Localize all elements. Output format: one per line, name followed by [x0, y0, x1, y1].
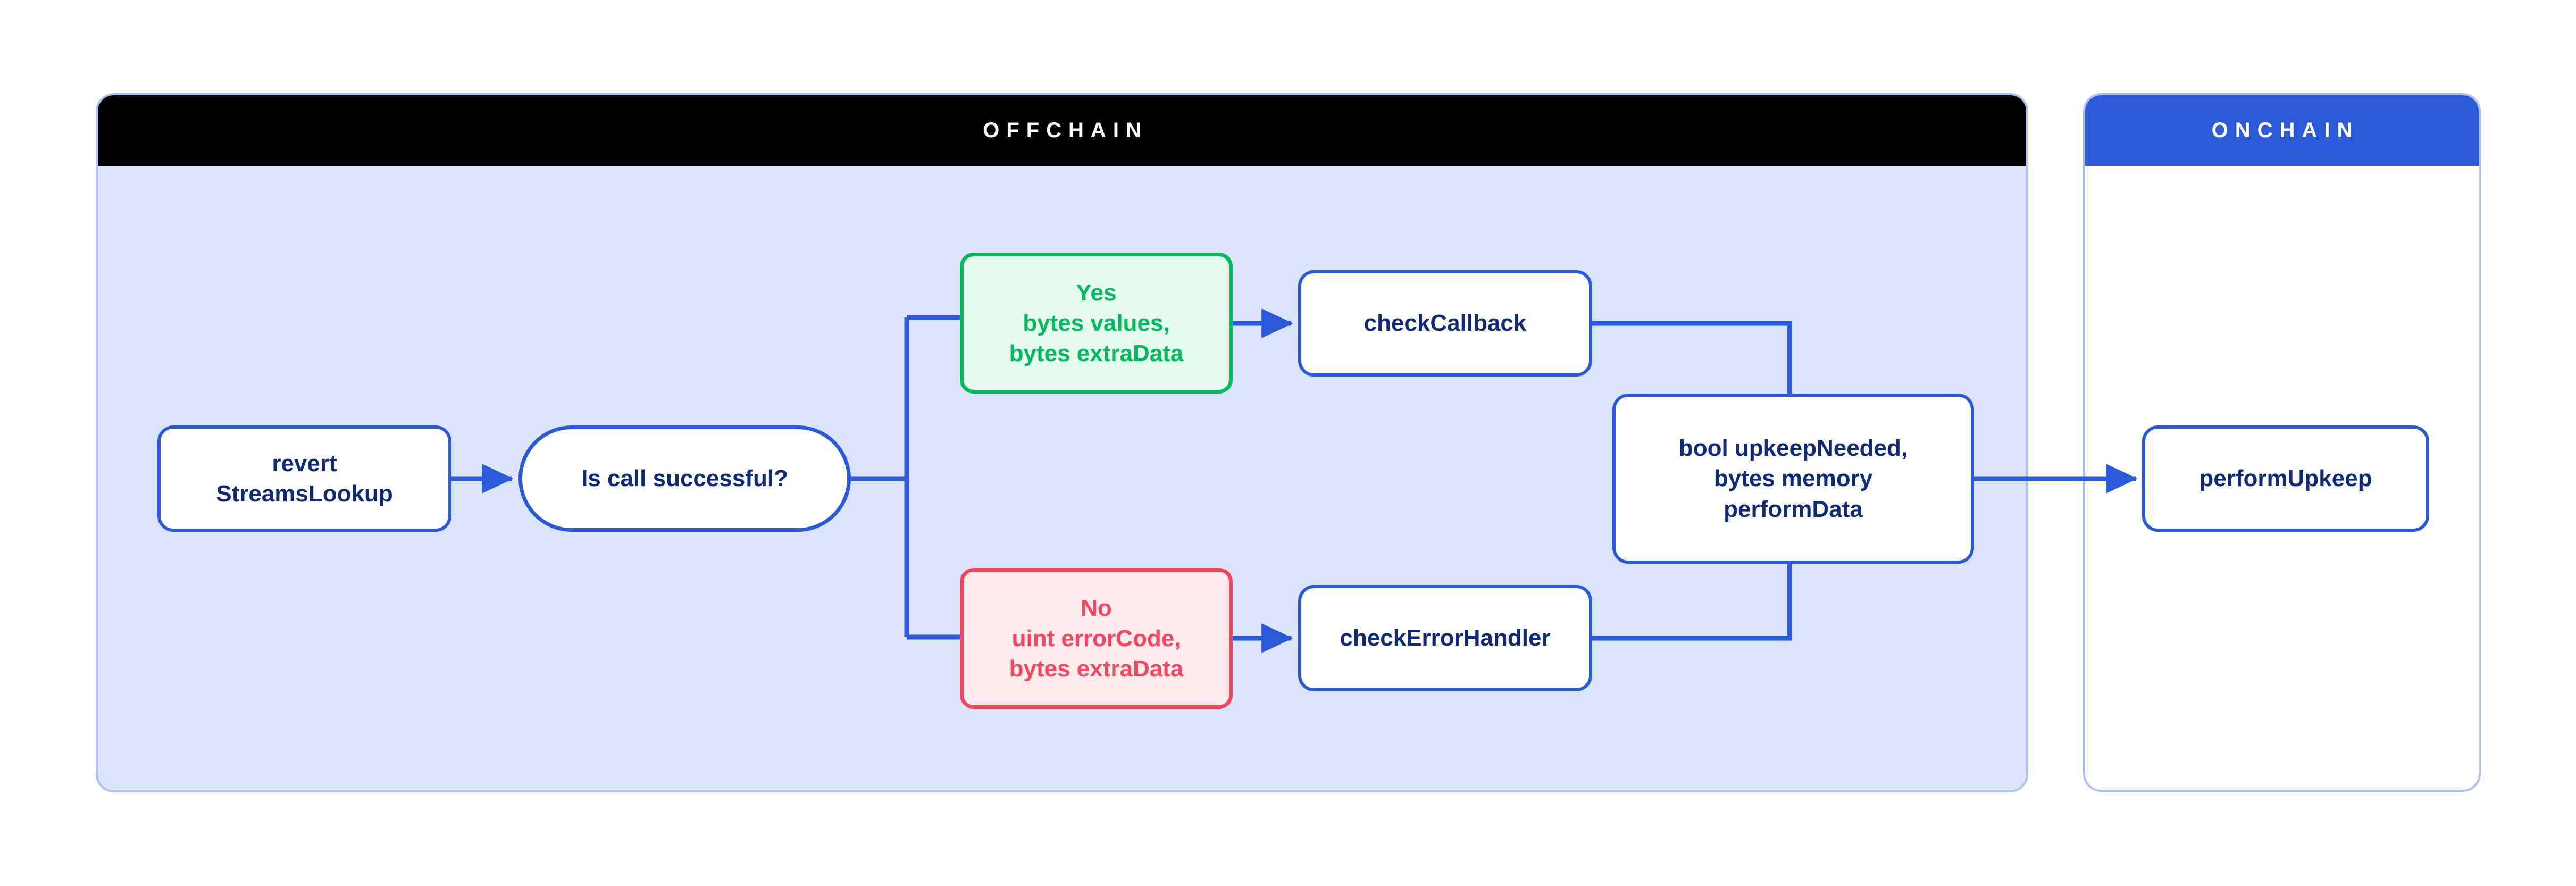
node-is-call-successful[interactable]: Is call successful?	[518, 425, 851, 532]
node-bool-upkeepneeded[interactable]: bool upkeepNeeded, bytes memory performD…	[1612, 394, 1974, 564]
node-performupkeep[interactable]: performUpkeep	[2142, 425, 2429, 532]
offchain-panel-header: OFFCHAIN	[98, 95, 2026, 166]
node-revert-streamslookup[interactable]: revert StreamsLookup	[157, 425, 451, 532]
node-yes-branch[interactable]: Yes bytes values, bytes extraData	[960, 253, 1233, 394]
onchain-panel-header: ONCHAIN	[2085, 95, 2479, 166]
node-checkerrorhandler[interactable]: checkErrorHandler	[1298, 585, 1592, 691]
node-checkcallback[interactable]: checkCallback	[1298, 270, 1592, 377]
node-no-branch[interactable]: No uint errorCode, bytes extraData	[960, 568, 1233, 709]
